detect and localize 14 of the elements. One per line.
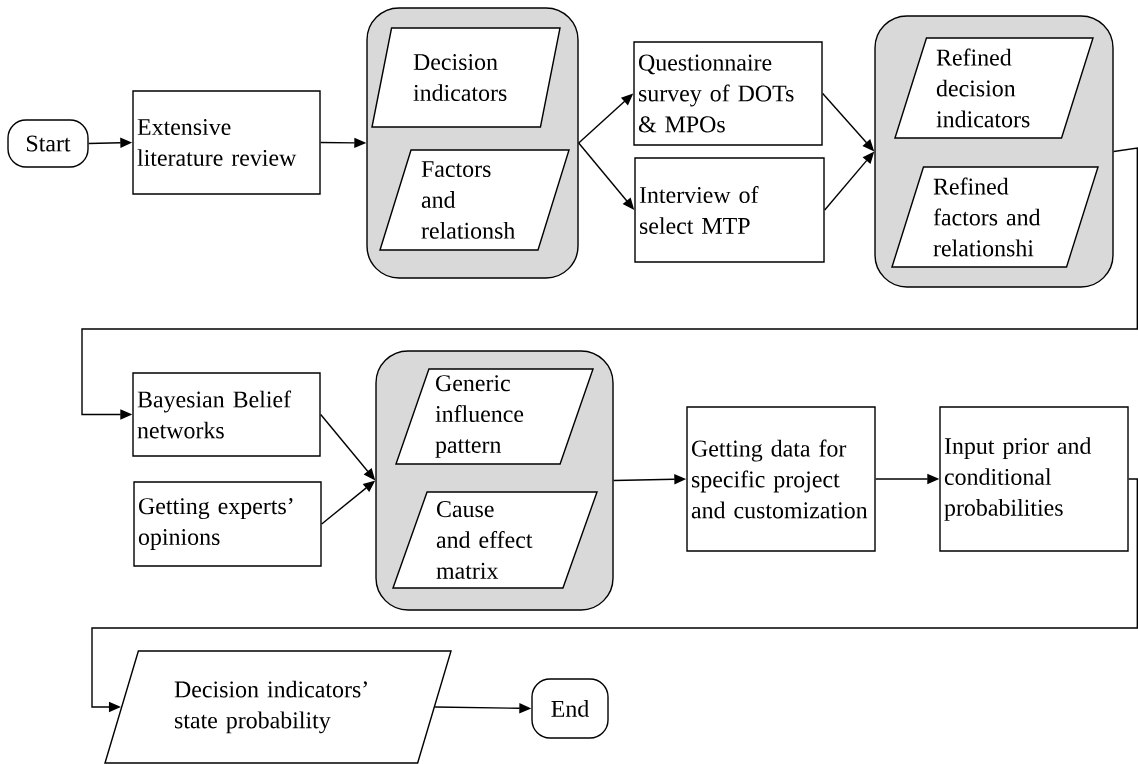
process-box: Questionnaire survey of DOTs & MPOs [633, 41, 823, 146]
process-box: Bayesian Belief networks [132, 372, 321, 457]
process-box: Interview of select MTP [634, 157, 825, 263]
data-parallelogram: Generic influence pattern [395, 368, 594, 465]
data-parallelogram: Factors and relationsh [379, 149, 570, 251]
process-box: Getting experts’ opinions [133, 481, 322, 567]
arrow [81, 147, 1138, 420]
process-box: Extensive literature review [132, 90, 321, 195]
process-box: Getting data for specific project and customization [686, 406, 876, 552]
data-parallelogram: Refined factors and relationshi [891, 166, 1099, 268]
data-parallelogram: Cause and effect matrix [392, 491, 598, 589]
data-parallelogram: Refined decision indicators [894, 37, 1094, 139]
data-parallelogram: Decision indicators’ state probability [104, 650, 452, 764]
process-box: Input prior and conditional probabilities [939, 406, 1129, 552]
